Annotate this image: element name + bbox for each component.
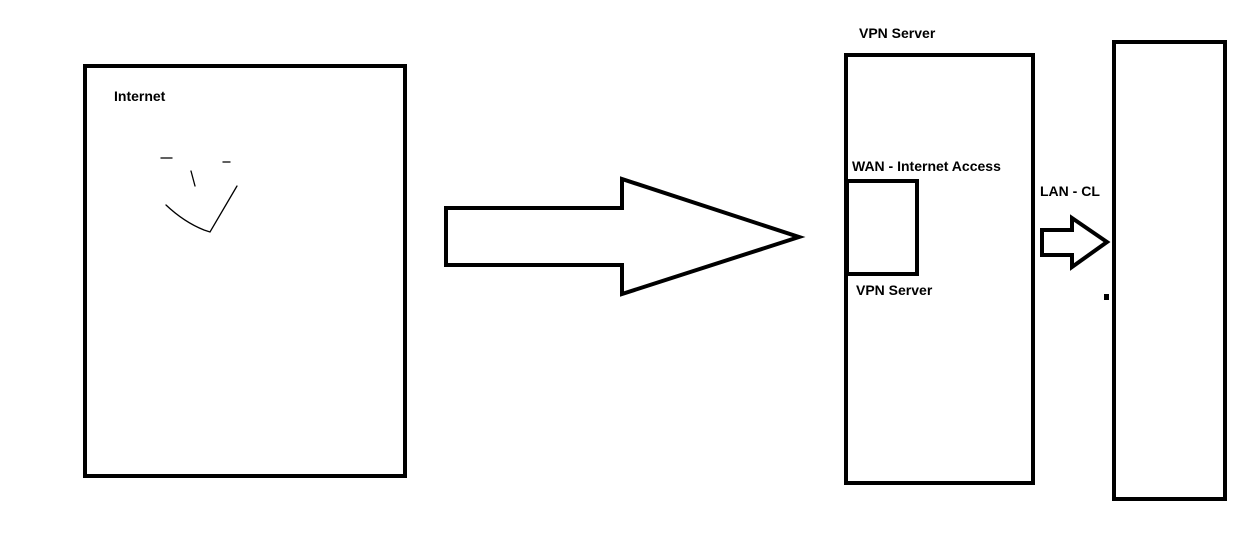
vpn-server-inner-box <box>845 179 919 276</box>
lan-label: LAN - CL <box>1040 183 1100 199</box>
dot-mark <box>1104 294 1109 300</box>
vpn-server-box <box>844 53 1035 485</box>
vpn-server-inner-label: VPN Server <box>856 282 933 298</box>
large-arrow <box>444 176 806 297</box>
internet-label: Internet <box>114 88 166 104</box>
wan-label: WAN - Internet Access <box>852 158 1001 174</box>
vpn-server-title-label: VPN Server <box>859 25 936 41</box>
face-doodle <box>160 157 238 233</box>
lan-box <box>1112 40 1227 501</box>
internet-box <box>83 64 407 478</box>
small-arrow <box>1040 214 1111 271</box>
